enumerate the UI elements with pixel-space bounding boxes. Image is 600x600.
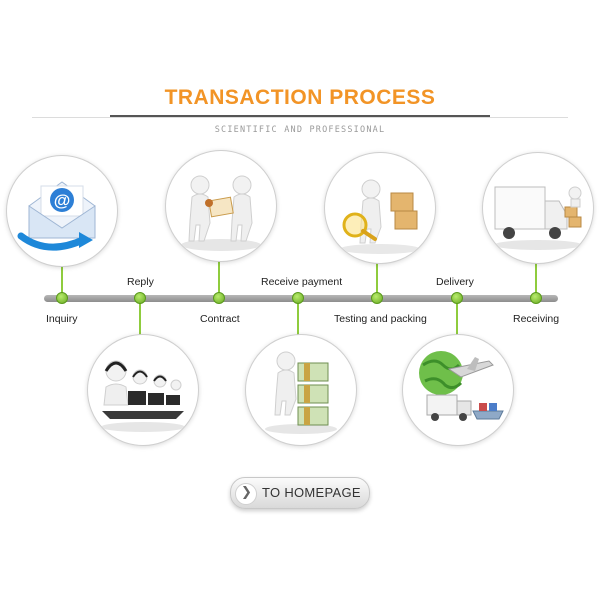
timeline-dot-delivery xyxy=(451,292,463,304)
connector-receive-payment xyxy=(297,300,299,338)
step-label-receiving: Receiving xyxy=(513,313,560,325)
step-circle-reply xyxy=(87,334,199,446)
step-label-delivery: Delivery xyxy=(436,276,474,288)
timeline-dot-inquiry xyxy=(56,292,68,304)
email-at-icon: @ xyxy=(17,181,96,251)
step-label-inquiry: Inquiry xyxy=(46,313,78,325)
step-label-contract: Contract xyxy=(200,313,240,325)
step-label-receive-payment: Receive payment xyxy=(261,276,343,288)
inspection-magnifier-icon xyxy=(340,179,420,254)
to-homepage-button[interactable]: ❯ TO HOMEPAGE xyxy=(230,477,370,509)
delivery-truck-icon xyxy=(494,186,582,250)
step-circle-inquiry: @ xyxy=(6,155,118,267)
timeline-dot-testing-packing xyxy=(371,292,383,304)
global-shipping-icon xyxy=(419,351,504,421)
title-divider xyxy=(32,117,568,118)
connector-delivery xyxy=(456,300,458,338)
connector-testing-packing xyxy=(376,262,378,297)
page-subtitle: SCIENTIFIC AND PROFESSIONAL xyxy=(214,125,386,135)
connector-contract xyxy=(218,250,220,297)
timeline-dot-receive-payment xyxy=(292,292,304,304)
arrow-badge: ❯ xyxy=(235,483,257,505)
step-circle-receiving xyxy=(482,152,594,264)
timeline-dot-reply xyxy=(134,292,146,304)
call-center-icon xyxy=(101,360,185,432)
connector-reply xyxy=(139,300,141,338)
step-circle-delivery xyxy=(402,334,514,446)
chevron-right-icon: ❯ xyxy=(241,485,252,500)
step-label-testing-packing: Testing and packing xyxy=(334,313,427,325)
svg-text:@: @ xyxy=(54,191,71,210)
handshake-contract-icon xyxy=(181,175,261,251)
step-label-reply: Reply xyxy=(127,276,154,288)
timeline-dot-receiving xyxy=(530,292,542,304)
to-homepage-label: TO HOMEPAGE xyxy=(262,485,361,500)
page-title: TRANSACTION PROCESS xyxy=(164,86,436,109)
connector-inquiry xyxy=(61,265,63,297)
title-underline xyxy=(110,115,490,117)
money-stack-icon xyxy=(265,351,337,434)
timeline-dot-contract xyxy=(213,292,225,304)
step-circle-testing-packing xyxy=(324,152,436,264)
step-circle-receive-payment xyxy=(245,334,357,446)
step-circle-contract xyxy=(165,150,277,262)
connector-receiving xyxy=(535,262,537,297)
